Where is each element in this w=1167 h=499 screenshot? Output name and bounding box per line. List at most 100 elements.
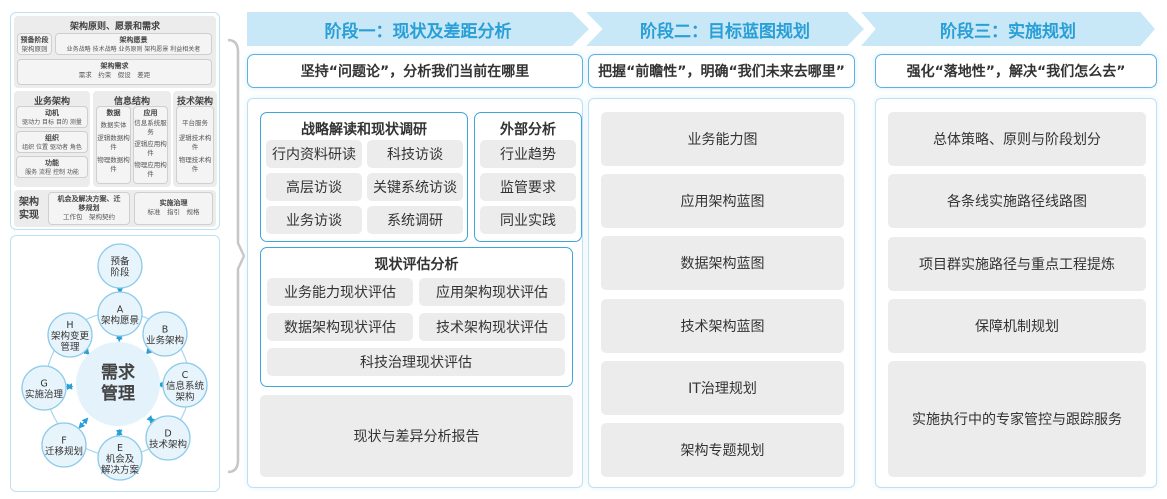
svg-text:机会及: 机会及 [106, 453, 135, 465]
requirements-box: 架构需求需求 约束 假设 差距 [17, 59, 212, 85]
tech-item: 平台服务 [182, 119, 208, 127]
implementation-item: 实施执行中的专家管控与跟踪服务 [888, 361, 1146, 478]
blueprint-item: 业务能力图 [601, 112, 844, 166]
app-item: 逻辑应用构件 [134, 140, 167, 157]
motivation-title: 动机 [45, 109, 59, 117]
tech-item: 逻辑技术构件 [178, 134, 212, 151]
stage-subtitle-3: 强化“落地性”，解决“我们怎么去” [875, 54, 1157, 88]
svg-text:G: G [40, 379, 47, 390]
svg-text:架构愿景: 架构愿景 [101, 315, 139, 327]
stage-header-2: 阶段二：目标蓝图规划 [586, 12, 864, 46]
vision-title: 架构愿景 [119, 36, 148, 44]
app-item: 信息系统服务 [134, 119, 167, 136]
business-section: 业务架构 动机驱动力 目标 目的 测量 组织组织 位置 驱动者 角色 功能服务 … [14, 91, 90, 187]
stage-header-3: 阶段三：实施规划 [861, 12, 1155, 46]
svg-text:迁移规划: 迁移规划 [45, 446, 83, 458]
info-title: 信息结构 [113, 97, 150, 107]
blueprint-item: 架构专题规划 [601, 423, 844, 477]
svg-text:架构变更: 架构变更 [51, 330, 90, 342]
prelim-title: 预备阶段 [20, 36, 49, 44]
app-item: 物理应用构件 [134, 161, 167, 178]
blueprint-item: 技术架构蓝图 [601, 298, 844, 353]
opportunities-title: 机会及解决方案、迁移规划 [57, 195, 121, 212]
strategy-item: 科技访谈 [367, 140, 463, 168]
requirements-items: 需求 约束 假设 差距 [78, 71, 151, 79]
svg-text:预备: 预备 [110, 256, 130, 268]
implementation-item: 项目群实施路径与重点工程提炼 [888, 236, 1146, 291]
data-item: 数据实体 [100, 121, 127, 129]
implementation-item: 各条线实施路径线路图 [888, 174, 1146, 229]
phase3-content: 总体策略、原则与阶段划分各条线实施路径线路图项目群实施路径与重点工程提炼保障机制… [875, 98, 1157, 488]
governance-items: 标准 指引 规格 [147, 208, 200, 216]
data-box: 数据数据实体逻辑数据构件物理数据构件 [96, 106, 131, 184]
phase1-content: 战略解读和现状调研 行内资料研读 科技访谈 高层访谈 关键系统访谈 业务访谈 系… [247, 98, 583, 488]
implementation-item: 总体策略、原则与阶段划分 [888, 112, 1146, 166]
prelim-items: 架构原则 [21, 45, 48, 53]
svg-text:实施治理: 实施治理 [25, 389, 64, 401]
governance-box: 实施治理标准 指引 规格 [134, 192, 213, 225]
opportunities-items: 工作包 架构契约 [63, 213, 115, 221]
function-box: 功能服务 流程 控制 功能 [16, 156, 88, 178]
blueprint-item: 应用架构蓝图 [601, 174, 844, 229]
info-section: 信息结构 数据数据实体逻辑数据构件物理数据构件 应用信息系统服务逻辑应用构件物理… [93, 91, 171, 187]
function-title: 功能 [45, 159, 59, 167]
bidirectional-arrow [78, 417, 89, 429]
svg-text:E: E [117, 443, 123, 454]
org-title: 组织 [45, 134, 59, 142]
app-box: 应用信息系统服务逻辑应用构件物理应用构件 [133, 106, 168, 184]
svg-text:业务架构: 业务架构 [146, 335, 184, 347]
bracket-connector [227, 38, 246, 474]
svg-text:架构: 架构 [175, 391, 194, 403]
strategy-item: 行内资料研读 [266, 140, 362, 168]
org-box: 组织组织 位置 驱动者 角色 [16, 131, 88, 153]
stage-subtitle-1: 坚持“问题论”，分析我们当前在哪里 [247, 54, 583, 88]
tech-item: 物理技术构件 [178, 156, 212, 173]
cycle-diagram: 预备阶段A架构愿景B业务架构C信息系统架构D技术架构E机会及解决方案F迁移规划G… [21, 243, 208, 481]
tech-title: 技术架构 [176, 97, 213, 107]
svg-text:管理: 管理 [60, 341, 80, 353]
prelim-box: 预备阶段架构原则 [17, 33, 52, 55]
svg-text:F: F [61, 436, 66, 447]
data-item: 物理数据构件 [97, 156, 130, 173]
principles-title: 架构原则、愿景和需求 [69, 22, 160, 32]
strategy-item: 关键系统访谈 [367, 173, 463, 201]
svg-text:H: H [66, 320, 73, 331]
assessment-item: 技术架构现状评估 [419, 313, 565, 341]
requirements-title: 架构需求 [100, 62, 129, 70]
stage-subtitle-2: 把握“前瞻性”，明确“我们未来去哪里” [588, 54, 855, 88]
stage-title: 阶段二：目标蓝图规划 [640, 21, 810, 42]
svg-text:B: B [162, 325, 169, 336]
org-items: 组织 位置 驱动者 角色 [22, 144, 82, 151]
assessment-item: 数据架构现状评估 [267, 313, 413, 341]
center-label: 需求管理 [101, 363, 135, 404]
external-item: 行业趋势 [480, 140, 576, 168]
app-title: 应用 [143, 109, 158, 117]
business-title: 业务架构 [33, 97, 70, 107]
vision-items: 业务战略 技术战略 业务原则 架构愿景 利益相关者 [66, 46, 201, 53]
svg-text:信息系统: 信息系统 [166, 380, 205, 392]
svg-text:C: C [182, 370, 189, 381]
report-item: 现状与差异分析报告 [260, 395, 573, 477]
svg-text:A: A [117, 305, 124, 316]
cycle-node-prelim: 预备阶段 [97, 243, 143, 289]
stage-title: 阶段一：现状及差距分析 [324, 21, 512, 42]
strategy-frame: 战略解读和现状调研 行内资料研读 科技访谈 高层访谈 关键系统访谈 业务访谈 系… [260, 112, 468, 242]
data-item: 逻辑数据构件 [97, 134, 130, 151]
motivation-box: 动机驱动力 目标 目的 测量 [16, 106, 88, 128]
motivation-items: 驱动力 目标 目的 测量 [22, 119, 82, 126]
center-circle [76, 342, 160, 426]
svg-text:阶段: 阶段 [110, 267, 130, 279]
external-frame: 外部分析 行业趋势 监管要求 同业实践 [474, 112, 582, 242]
blueprint-item: 数据架构蓝图 [601, 236, 844, 291]
tech-section: 技术架构 平台服务逻辑技术构件物理技术构件 [173, 91, 217, 187]
